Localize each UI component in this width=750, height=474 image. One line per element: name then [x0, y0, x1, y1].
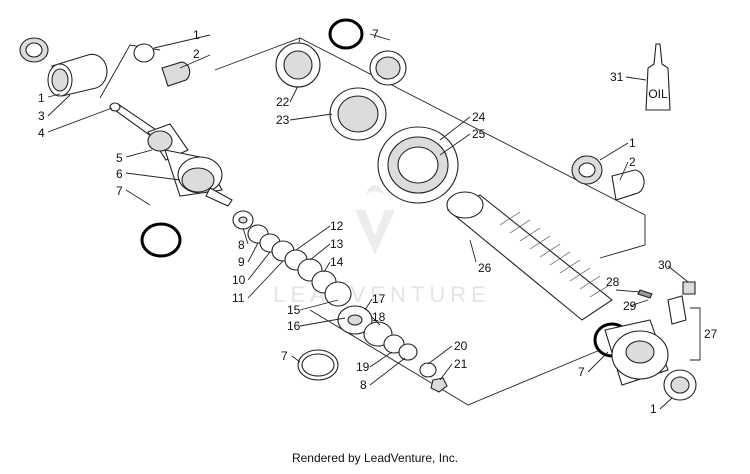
callout: 14 — [330, 255, 344, 269]
callout: 8 — [238, 238, 245, 252]
callout: 16 — [287, 319, 301, 333]
footer-credit: Rendered by LeadVenture, Inc. — [291, 451, 459, 465]
callout: 5 — [116, 151, 123, 165]
callout: 21 — [454, 357, 468, 371]
callout-labels: 1 2 1 3 4 5 6 7 8 9 10 11 12 13 14 15 16… — [38, 27, 718, 416]
callout: 3 — [38, 109, 45, 123]
callout: 19 — [356, 360, 370, 374]
end-cap — [604, 281, 697, 401]
callout: 22 — [276, 95, 290, 109]
watermark-text: LEADVENTURE — [273, 282, 491, 307]
callout: 2 — [193, 47, 200, 61]
callout: 7 — [372, 27, 379, 41]
leader-lines — [47, 33, 701, 410]
callout: 7 — [281, 349, 288, 363]
callout: 31 — [610, 70, 624, 84]
valve-shim-stack — [232, 210, 448, 393]
svg-text:OIL: OIL — [648, 87, 668, 101]
callout: 1 — [38, 91, 45, 105]
callout: 8 — [360, 378, 367, 392]
callout: 9 — [238, 255, 245, 269]
callout: 26 — [478, 261, 492, 275]
callout: 2 — [629, 155, 636, 169]
callout: 29 — [623, 299, 637, 313]
callout: 6 — [116, 167, 123, 181]
callout: 12 — [330, 219, 344, 233]
bushing-left-pair — [19, 37, 191, 97]
seal-ring — [297, 349, 339, 381]
callout: 1 — [650, 402, 657, 416]
bushing-right-pair — [571, 155, 645, 201]
callout: 7 — [578, 365, 585, 379]
callout: 13 — [330, 237, 344, 251]
oil-bottle-icon: OIL — [645, 43, 671, 111]
shock-shaft — [109, 102, 233, 207]
callout: 10 — [232, 273, 246, 287]
callout: 25 — [472, 127, 486, 141]
callout: 28 — [606, 275, 620, 289]
watermark: LEADVENTURE — [273, 185, 491, 307]
callout: 27 — [704, 327, 718, 341]
callout: 1 — [193, 28, 200, 42]
callout: 17 — [372, 292, 386, 306]
callout: 23 — [276, 113, 290, 127]
callout: 24 — [472, 110, 486, 124]
callout: 30 — [658, 258, 672, 272]
callout: 7 — [116, 184, 123, 198]
callout: 20 — [454, 339, 468, 353]
top-cap-bushings — [275, 42, 407, 141]
callout: 4 — [38, 126, 45, 140]
spring-adjuster-nut — [377, 126, 459, 204]
callout: 15 — [287, 303, 301, 317]
callout: 11 — [232, 291, 245, 305]
callout: 18 — [372, 310, 386, 324]
callout: 1 — [629, 136, 636, 150]
shock-body — [446, 191, 613, 321]
